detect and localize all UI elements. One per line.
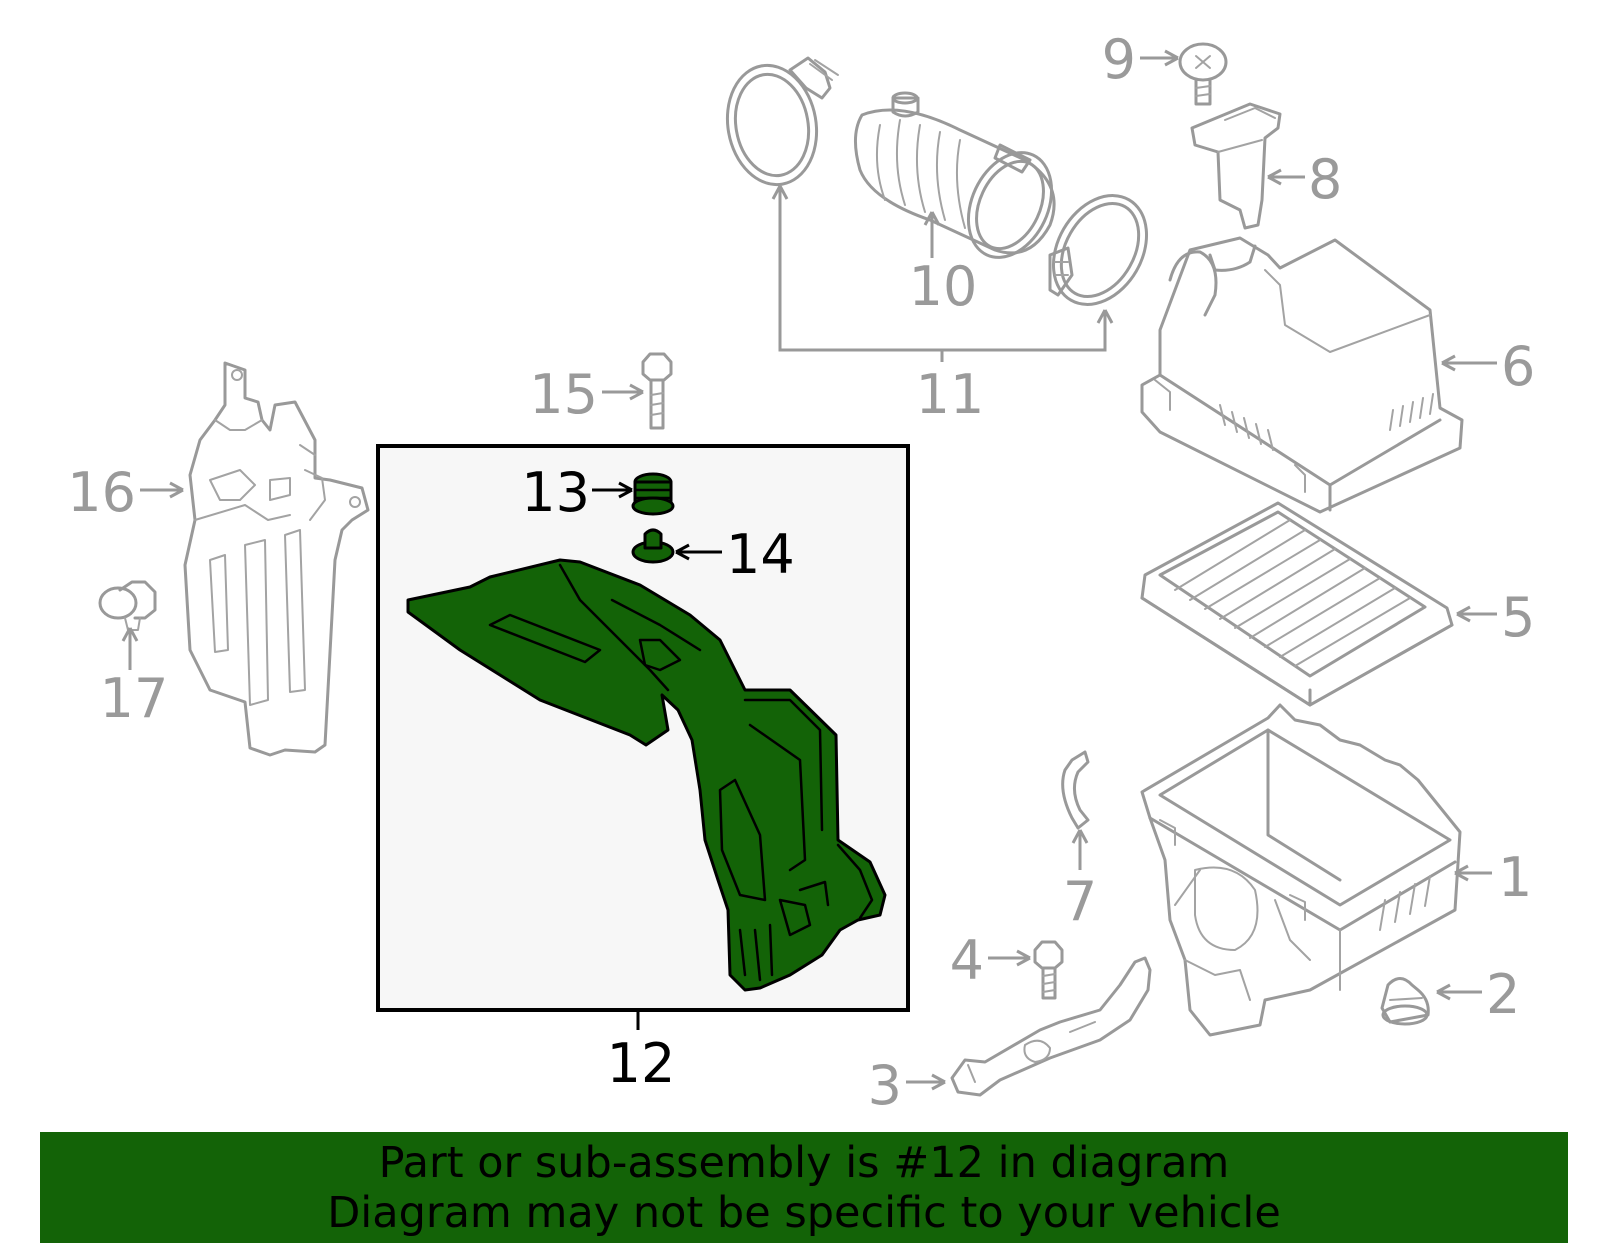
callout-16[interactable]: 16 <box>67 461 136 524</box>
part-10-intake-hose[interactable] <box>854 91 1067 271</box>
callout-labels: 1 2 3 4 5 6 7 8 9 10 11 12 13 14 15 16 1… <box>67 28 1535 1117</box>
part-8-sensor[interactable] <box>1190 102 1282 230</box>
banner-line-part-number: Part or sub-assembly is #12 in diagram <box>378 1137 1230 1188</box>
callout-13[interactable]: 13 <box>521 461 590 524</box>
part-7-clip[interactable] <box>1061 750 1090 830</box>
part-16-bracket[interactable] <box>183 361 370 757</box>
callout-1[interactable]: 1 <box>1498 846 1532 909</box>
part-3-bracket[interactable] <box>950 956 1152 1097</box>
part-13-grommet[interactable] <box>631 472 675 516</box>
part-14-pin[interactable] <box>631 528 675 564</box>
callout-6[interactable]: 6 <box>1501 335 1535 398</box>
part-5-air-filter[interactable] <box>1140 501 1454 707</box>
callout-4[interactable]: 4 <box>950 929 984 992</box>
callout-5[interactable]: 5 <box>1501 586 1535 649</box>
callout-12[interactable]: 12 <box>607 1032 676 1095</box>
callout-9[interactable]: 9 <box>1102 28 1136 91</box>
callout-14[interactable]: 14 <box>726 523 795 586</box>
part-2-grommet[interactable] <box>1380 977 1430 1026</box>
part-9-screw[interactable] <box>1178 42 1228 106</box>
banner-line-disclaimer: Diagram may not be specific to your vehi… <box>327 1187 1281 1238</box>
callout-7[interactable]: 7 <box>1063 870 1097 933</box>
callout-3[interactable]: 3 <box>868 1054 902 1117</box>
part-11-clamp-left[interactable] <box>718 56 839 192</box>
callout-11[interactable]: 11 <box>916 363 985 426</box>
callout-2[interactable]: 2 <box>1486 963 1520 1026</box>
part-11-clamp-right[interactable] <box>1035 179 1166 321</box>
callout-10[interactable]: 10 <box>909 255 978 318</box>
part-6-cleaner-cover[interactable] <box>1140 236 1464 514</box>
part-4-bolt[interactable] <box>1033 940 1064 1000</box>
callout-8[interactable]: 8 <box>1308 148 1342 211</box>
info-banner: Part or sub-assembly is #12 in diagram D… <box>40 1132 1568 1243</box>
part-12-air-duct[interactable] <box>406 558 887 992</box>
part-15-bolt[interactable] <box>641 352 673 430</box>
callout-15[interactable]: 15 <box>529 363 598 426</box>
callout-17[interactable]: 17 <box>100 667 169 730</box>
part-17-clip[interactable] <box>98 580 157 631</box>
callout-leaders <box>121 49 1497 1091</box>
